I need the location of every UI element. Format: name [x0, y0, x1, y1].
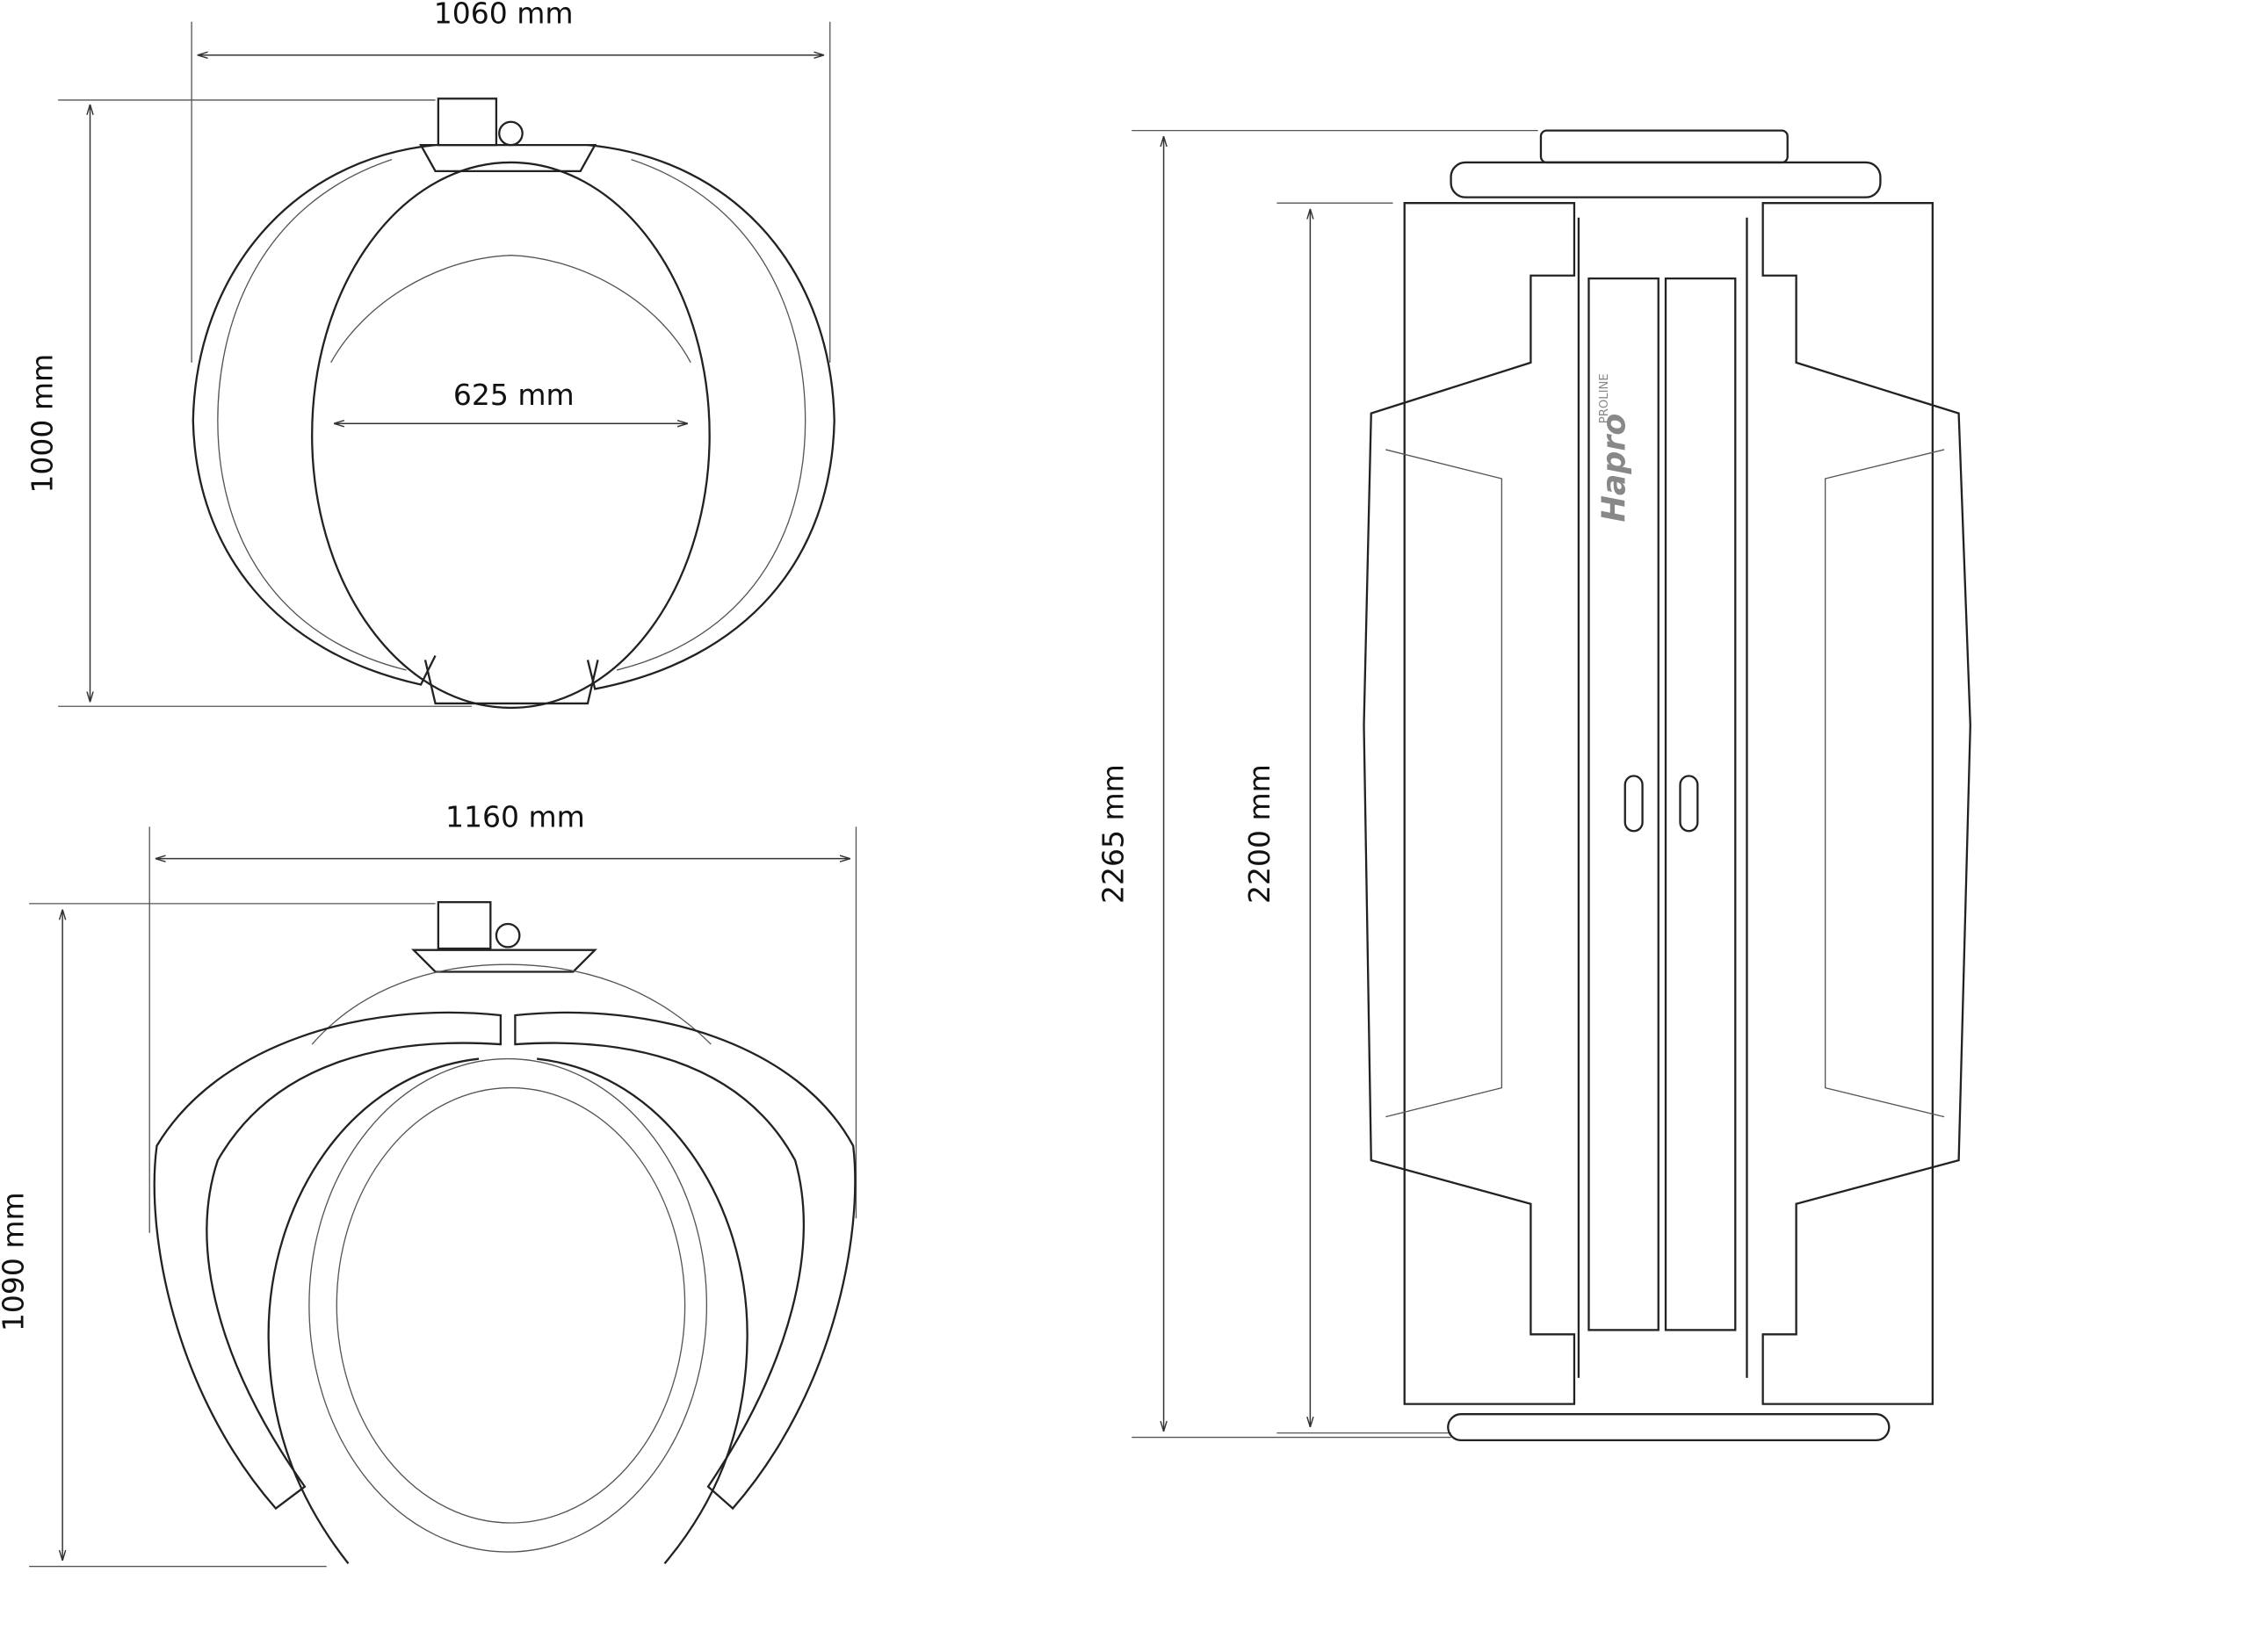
width-label: 1160 mm [445, 799, 585, 833]
svg-text:Hapro: Hapro [1595, 414, 1633, 523]
side-view: 2265 mm 2200 mm Hapro PROLINE [1096, 129, 1971, 1442]
open-view: 1160 mm 1090 mm [0, 799, 857, 1568]
outer-shell [192, 143, 835, 690]
brand-logo: Hapro PROLINE [1595, 373, 1633, 522]
right-panel [1761, 202, 1971, 1405]
right-door [514, 1011, 857, 1511]
svg-text:PROLINE: PROLINE [1598, 373, 1611, 423]
left-door-handle[interactable] [1623, 775, 1644, 833]
inner-opening [311, 161, 711, 710]
left-door [153, 1011, 503, 1511]
right-door-handle[interactable] [1679, 775, 1699, 833]
left-panel [1363, 202, 1576, 1405]
body-height-label: 2200 mm [1242, 764, 1276, 904]
depth-label: 1000 mm [25, 354, 60, 494]
width-label: 1060 mm [434, 0, 574, 30]
depth-label: 1090 mm [0, 1192, 31, 1331]
total-height-label: 2265 mm [1096, 764, 1130, 904]
inner-label: 625 mm [453, 378, 575, 412]
top-view: 1060 mm 1000 mm 625 mm [25, 0, 835, 710]
